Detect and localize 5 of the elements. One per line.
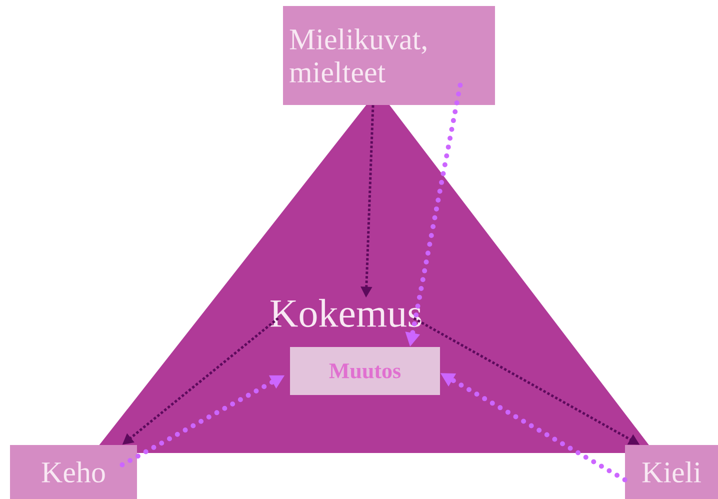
result-box: Muutos (290, 347, 440, 395)
center-label: Kokemus (270, 298, 422, 328)
label-box: Keho (10, 445, 137, 499)
label-box: Mielikuvat, mielteet (283, 6, 495, 105)
label-box: Kieli (625, 445, 718, 499)
